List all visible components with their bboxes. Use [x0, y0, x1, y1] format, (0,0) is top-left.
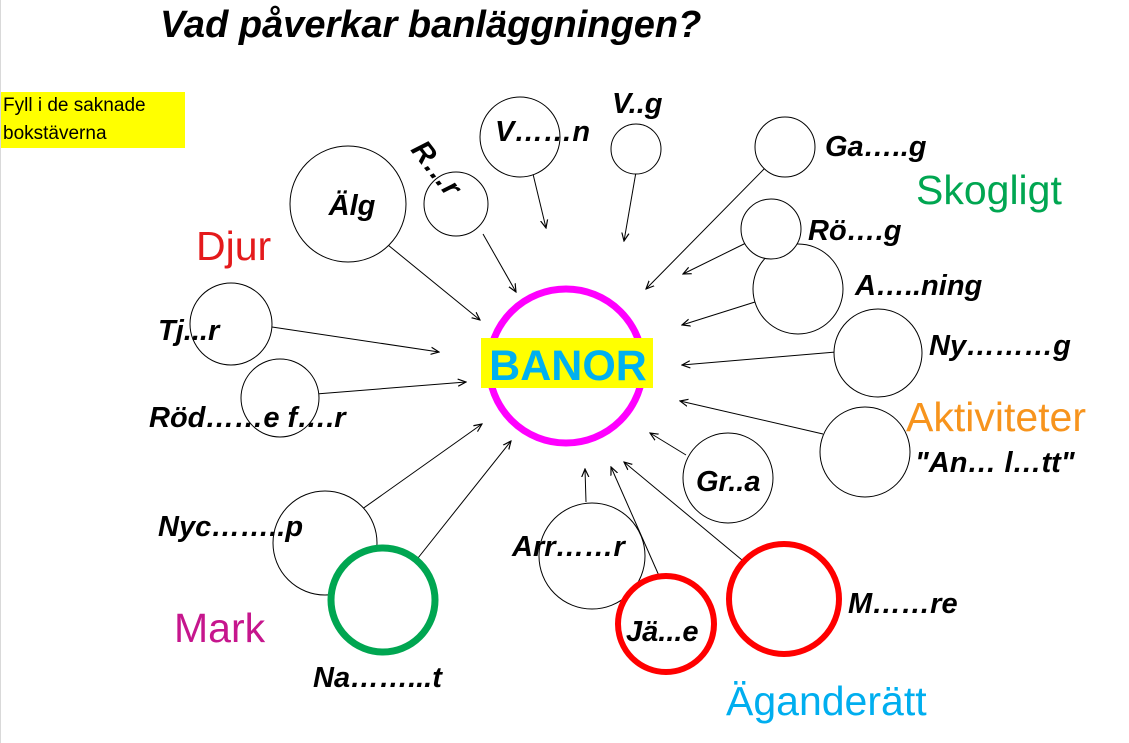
- arrow-grova: [650, 433, 687, 456]
- bubble-viltstrak: [479, 96, 561, 178]
- arrow-tjader: [271, 326, 439, 352]
- center-highlight: [481, 338, 653, 388]
- word-arrendator: Arr……r: [511, 531, 627, 563]
- bubble-tjader: [189, 282, 273, 366]
- bubble-avverkning: [752, 243, 844, 335]
- arrow-gallring: [646, 166, 767, 289]
- word-tjader: Tj...r: [158, 315, 221, 347]
- word-avverkning: A…..ning: [854, 270, 983, 302]
- instruction-note: Fyll i de saknade bokstäverna: [1, 92, 185, 148]
- word-rodlistade: Röd……e f….r: [149, 402, 347, 434]
- bubble-markagare: [726, 541, 842, 657]
- word-vag: V..g: [612, 88, 663, 120]
- category-skogligt: Skogligt: [916, 167, 1062, 213]
- word-viltstrak: V……n: [495, 116, 590, 148]
- bubble-gallring: [754, 116, 816, 178]
- arrow-alg: [387, 244, 480, 320]
- bubble-ravar: [423, 171, 489, 237]
- bubble-rodlistade: [240, 358, 320, 438]
- word-rojning: Rö….g: [808, 215, 902, 247]
- page-title: Vad påverkar banläggningen?: [160, 4, 702, 46]
- arrow-arrendator: [585, 469, 586, 503]
- word-gallring: Ga…..g: [825, 131, 927, 163]
- arrow-jagare: [611, 467, 661, 579]
- bubble-rojning: [740, 198, 802, 260]
- left-edge-line: [0, 0, 1, 743]
- arrows: [271, 166, 837, 579]
- bubble-naturreservat: [327, 544, 439, 656]
- instruction-text: Fyll i de saknade bokstäverna: [3, 95, 146, 144]
- bubble-alg: [289, 145, 407, 263]
- bubble-grova: [682, 432, 774, 524]
- center-label: BANOR: [489, 342, 647, 390]
- word-annat-lopp: "An… l…tt": [915, 447, 1076, 479]
- arrow-rodlistade: [315, 382, 466, 395]
- category-aganderatt: Äganderätt: [726, 678, 927, 724]
- bubble-vag: [610, 123, 662, 175]
- arrow-annat-lopp: [680, 401, 824, 435]
- category-djur: Djur: [196, 223, 271, 269]
- arrow-naturreservat: [417, 441, 511, 559]
- word-nyckelbiotop: Nyc……..p: [158, 511, 303, 543]
- category-mark: Mark: [174, 605, 266, 651]
- arrow-viltstrak: [532, 173, 546, 228]
- arrow-nyckelbiotop: [357, 424, 482, 513]
- arrow-avverkning: [682, 301, 756, 325]
- bubble-arrendator: [538, 502, 646, 610]
- word-jagare: Jä...e: [626, 616, 699, 648]
- bubble-jagare: [615, 573, 717, 675]
- word-naturreservat: Na……...t: [313, 662, 443, 694]
- bubble-nyplantering: [833, 308, 923, 398]
- arrow-nyplantering: [682, 351, 837, 365]
- arrow-vag: [624, 171, 637, 241]
- category-aktiviteter: Aktiviteter: [906, 394, 1086, 440]
- word-grova: Gr..a: [696, 466, 761, 498]
- arrow-rojning: [683, 242, 747, 274]
- bubble-annat-lopp: [819, 406, 911, 498]
- arrow-markagare: [624, 462, 743, 561]
- arrow-ravar: [482, 233, 516, 292]
- word-markagare: M……re: [848, 588, 958, 620]
- word-alg: Älg: [328, 189, 376, 222]
- word-nyplantering: Ny………g: [929, 330, 1071, 362]
